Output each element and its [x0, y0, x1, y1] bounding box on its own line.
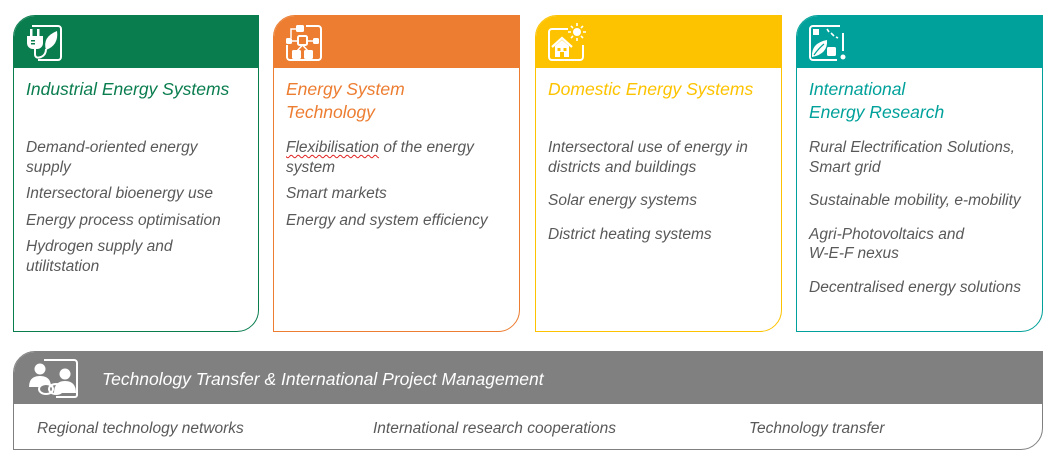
card-header — [536, 16, 781, 68]
card-item-line: Agri-Photovoltaics and — [809, 225, 965, 243]
card-item: District heating systems — [548, 225, 712, 243]
card-title: Domestic Energy Systems — [548, 78, 753, 101]
card-item-list: Flexibilisation of the energy system Sma… — [286, 138, 513, 230]
card-item: Energy and system efficiency — [286, 211, 488, 229]
card-energy-system-technology: Energy System Technology Flexibilisation… — [273, 15, 520, 332]
card-item: Intersectoral use of energy in districts… — [548, 139, 748, 176]
card-item-text: of the energy system — [286, 139, 474, 176]
banner-item: Regional technology networks — [37, 420, 244, 437]
card-item: Demand-oriented energy supply — [26, 139, 198, 176]
people-link-icon — [29, 359, 78, 398]
card-domestic-energy-systems: Domestic Energy Systems Intersectoral us… — [535, 15, 782, 332]
network-diagram-icon — [286, 25, 322, 61]
card-item: Rural Electrification Solutions, Smart g… — [809, 139, 1015, 176]
banner-item: Technology transfer — [749, 420, 885, 437]
card-title-line: Technology — [286, 102, 375, 122]
card-international-energy-research: International Energy Research Rural Elec… — [796, 15, 1043, 332]
card-title-line: Industrial Energy Systems — [26, 79, 230, 99]
house-sun-icon — [548, 23, 586, 61]
card-header — [797, 16, 1042, 68]
card-header — [274, 16, 519, 68]
card-title-line: Domestic Energy Systems — [548, 79, 754, 99]
spellcheck-word: Flexibilisation — [286, 139, 380, 156]
card-industrial-energy-systems: Industrial Energy Systems Demand-oriente… — [13, 15, 259, 332]
card-title: Energy System Technology — [286, 78, 405, 124]
card-item: Solar energy systems — [548, 192, 698, 209]
card-title: Industrial Energy Systems — [26, 78, 229, 101]
card-item: Hydrogen supply and utilitstation — [26, 238, 173, 275]
leaf-solar-icon — [809, 25, 846, 61]
card-item: Agri-Photovoltaics and W-E-F nexus — [809, 225, 1036, 264]
card-title-line: Energy Research — [809, 102, 945, 122]
card-item-line: W-E-F nexus — [809, 245, 899, 262]
card-title-line: Energy System — [286, 79, 405, 99]
card-item: Decentralised energy solutions — [809, 278, 1021, 296]
card-item: Smart markets — [286, 185, 387, 202]
banner-technology-transfer: Technology Transfer & International Proj… — [13, 351, 1043, 450]
card-item: Flexibilisation of the energy system — [286, 138, 501, 177]
card-item: Intersectoral bioenergy use — [26, 185, 213, 202]
card-item-list: Rural Electrification Solutions, Smart g… — [809, 138, 1036, 297]
card-item-list: Demand-oriented energy supply Intersecto… — [26, 138, 252, 276]
card-item: Sustainable mobility, e-mobility — [809, 192, 1021, 209]
card-header — [14, 16, 258, 68]
card-title: International Energy Research — [809, 78, 944, 124]
plug-leaf-icon — [27, 25, 62, 61]
card-item-list: Intersectoral use of energy in districts… — [548, 138, 775, 244]
banner-item: International research cooperations — [373, 420, 616, 437]
banner-header: Technology Transfer & International Proj… — [14, 352, 1042, 404]
card-title-line: International — [809, 79, 906, 99]
banner-title: Technology Transfer & International Proj… — [102, 369, 544, 389]
card-item: Energy process optimisation — [26, 211, 221, 229]
